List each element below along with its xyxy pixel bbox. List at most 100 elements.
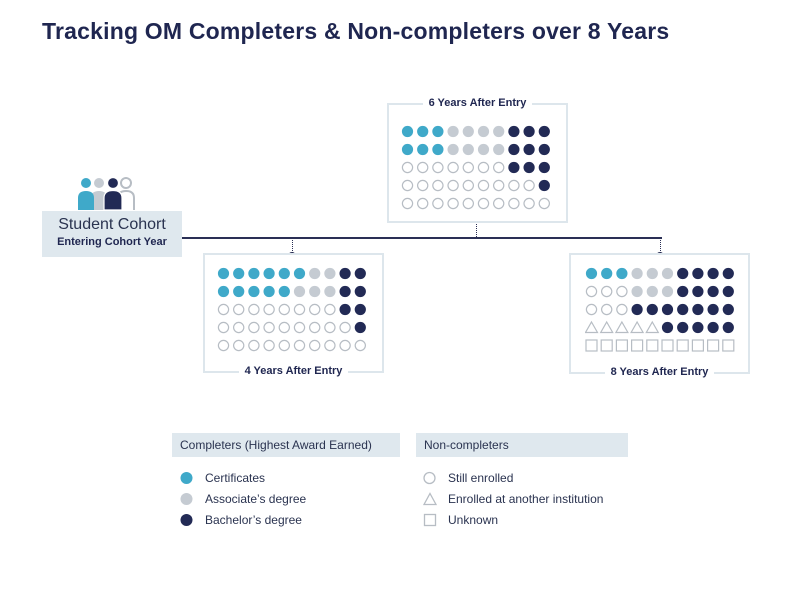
- still-enrolled-dot: [538, 197, 550, 210]
- still-enrolled-dot: [585, 303, 598, 316]
- still-enrolled-dot: [324, 339, 336, 352]
- still-enrolled-dot: [417, 197, 429, 210]
- certificate-dot: [263, 285, 275, 298]
- unknown-square: [600, 339, 613, 352]
- associate-dot: [447, 125, 459, 138]
- associate-dot: [293, 285, 306, 298]
- certificate-dot: [432, 125, 444, 138]
- bachelor-dot: [677, 285, 689, 298]
- still-enrolled-dot: [447, 161, 459, 174]
- still-enrolled-dot: [278, 303, 291, 316]
- still-enrolled-dot: [523, 197, 535, 210]
- certificate-dot: [601, 267, 613, 280]
- associate-dot: [324, 285, 336, 298]
- certificate-dot: [616, 267, 628, 280]
- still-enrolled-dot: [477, 161, 490, 174]
- bachelor-dot: [339, 303, 351, 316]
- bachelor-dot: [722, 267, 734, 280]
- panel-eight-years: 8 Years After Entry: [569, 253, 750, 378]
- panel-four-years: 4 Years After Entry: [203, 253, 384, 377]
- still-enrolled-dot: [508, 179, 520, 192]
- legend-noncompleters-header: Non-completers: [416, 433, 628, 457]
- associate-dot: [477, 125, 490, 138]
- still-enrolled-dot: [308, 303, 321, 316]
- another-institution-triangle: [614, 320, 629, 334]
- legend-still-enrolled-label: Still enrolled: [448, 471, 514, 485]
- bachelor-dot: [707, 321, 719, 334]
- still-enrolled-dot: [248, 321, 260, 334]
- cohort-subtitle: Entering Cohort Year: [57, 236, 167, 248]
- still-enrolled-dot: [447, 179, 459, 192]
- legend-unknown-label: Unknown: [448, 513, 499, 527]
- legend-certificates-label: Certificates: [205, 471, 266, 485]
- still-enrolled-dot: [233, 339, 245, 352]
- triangle-icon: [423, 492, 437, 506]
- still-enrolled-dot: [447, 197, 459, 210]
- still-enrolled-dot: [354, 339, 366, 352]
- bachelor-dot: [508, 143, 520, 156]
- associate-dot: [631, 285, 643, 298]
- bachelor-dot: [354, 285, 366, 298]
- bachelor-dot: [661, 303, 674, 316]
- panel-eight-label: 8 Years After Entry: [604, 366, 715, 378]
- still-enrolled-dot: [278, 321, 291, 334]
- panel-six-label: 6 Years After Entry: [422, 97, 533, 109]
- page-title: Tracking OM Completers & Non-completers …: [42, 18, 670, 44]
- still-enrolled-dot: [293, 321, 306, 334]
- bachelor-dot: [523, 161, 535, 174]
- associate-dot: [661, 285, 674, 298]
- certificate-dot: [417, 125, 429, 138]
- associate-dot: [493, 125, 505, 138]
- legend-associate-label: Associate’s degree: [205, 492, 307, 506]
- unknown-square: [676, 339, 689, 352]
- bachelor-dot: [692, 285, 704, 298]
- still-enrolled-dot: [324, 321, 336, 334]
- bachelor-dot: [692, 267, 704, 280]
- grid-eight-years: [585, 267, 735, 352]
- certificate-dot: [233, 267, 245, 280]
- another-institution-triangle: [585, 320, 599, 334]
- certificate-dot: [293, 267, 306, 280]
- still-enrolled-dot: [263, 339, 275, 352]
- bachelor-dot: [508, 125, 520, 138]
- still-enrolled-dot: [233, 321, 245, 334]
- bachelor-dot: [538, 179, 550, 192]
- associate-dot: [646, 267, 658, 280]
- certificate-dot: [585, 267, 598, 280]
- unknown-square: [706, 339, 720, 352]
- still-enrolled-dot: [492, 161, 505, 174]
- unknown-square: [691, 339, 705, 352]
- bachelor-dot: [692, 321, 704, 334]
- still-enrolled-dot: [477, 197, 490, 210]
- still-enrolled-dot: [462, 197, 475, 210]
- still-enrolled-dot: [308, 321, 321, 334]
- bachelor-dot: [722, 321, 734, 334]
- associate-dot: [324, 267, 336, 280]
- still-enrolled-dot: [432, 197, 444, 210]
- still-enrolled-dot: [278, 339, 291, 352]
- still-enrolled-dot: [401, 179, 414, 192]
- still-enrolled-dot: [601, 303, 613, 316]
- unknown-square: [661, 339, 674, 352]
- associate-dot: [309, 267, 321, 280]
- certificate-dot: [248, 285, 260, 298]
- bachelor-dot: [523, 143, 535, 156]
- associate-dot: [462, 125, 474, 138]
- associate-dot: [447, 143, 459, 156]
- bachelor-dot: [707, 303, 719, 316]
- still-enrolled-dot: [616, 303, 628, 316]
- open-circle-icon: [423, 471, 436, 485]
- still-enrolled-dot: [462, 161, 475, 174]
- bachelor-dot: [722, 303, 734, 316]
- certificate-dot: [217, 285, 230, 298]
- bachelor-dot: [508, 161, 520, 174]
- legend-completers-header: Completers (Highest Award Earned): [172, 433, 400, 457]
- certificate-dot: [263, 267, 275, 280]
- bachelor-dot: [354, 303, 366, 316]
- bachelor-dot: [354, 267, 366, 280]
- still-enrolled-dot: [324, 303, 336, 316]
- still-enrolled-dot: [585, 285, 598, 298]
- grid-six-years: [401, 125, 550, 210]
- square-icon: [423, 513, 437, 527]
- another-institution-triangle: [630, 320, 645, 334]
